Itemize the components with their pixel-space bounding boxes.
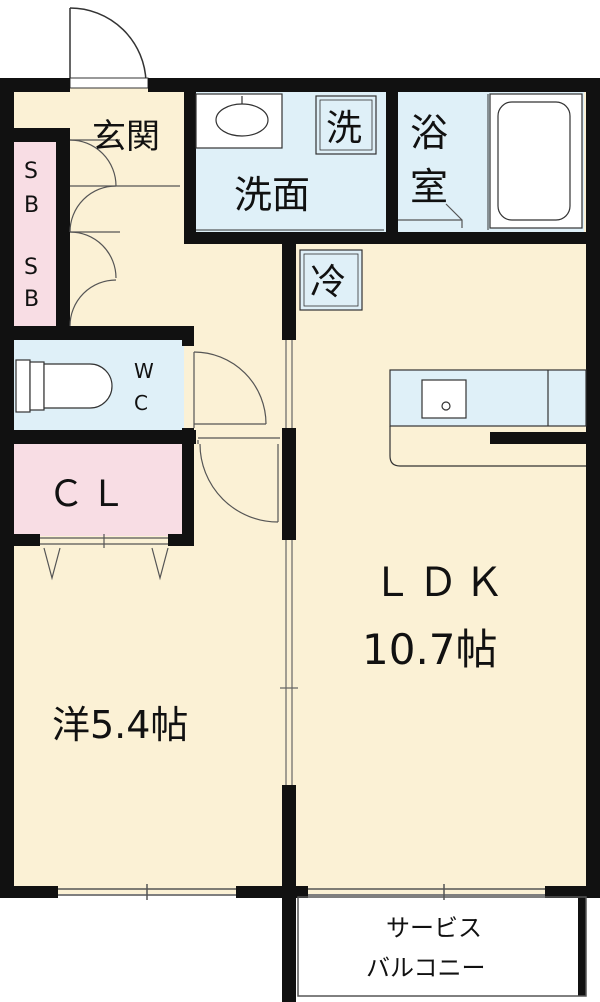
bathroom-door xyxy=(398,203,463,228)
toilet-fixture xyxy=(15,359,113,413)
label-ldk-size: 10.7帖 xyxy=(362,625,498,674)
label-closet: ＣＬ xyxy=(48,474,132,515)
label-sb-bottom-s: S xyxy=(24,255,38,280)
label-balcony-1: サービス xyxy=(386,914,482,942)
walls xyxy=(0,78,600,1002)
fridge-box xyxy=(299,249,363,311)
label-fridge: 冷 xyxy=(310,262,346,303)
balcony-rail xyxy=(297,896,587,997)
windows xyxy=(58,884,545,900)
label-genkan: 玄関 xyxy=(92,117,160,157)
label-wc-w: W xyxy=(134,359,154,383)
shoebox-top-floor xyxy=(14,140,62,232)
fridge-box-inner xyxy=(303,253,359,307)
balcony-floor xyxy=(298,896,586,996)
entrance-step xyxy=(69,77,149,89)
label-balcony-2: バルコニー xyxy=(366,954,486,982)
label-bath-2: 室 xyxy=(410,165,448,209)
washbasin-fixture xyxy=(195,93,283,149)
shoebox-bottom-floor xyxy=(14,232,62,326)
label-washroom: 洗面 xyxy=(234,173,310,217)
bathtub-fixture xyxy=(489,93,583,229)
shoebox-doors xyxy=(69,139,180,327)
sliding-doors xyxy=(280,340,298,785)
closet-floor xyxy=(14,444,184,536)
room-door xyxy=(197,437,280,523)
washer-box xyxy=(315,95,377,155)
label-bath-1: 浴 xyxy=(410,111,448,155)
label-wc-c: C xyxy=(134,391,148,415)
washer-box-inner xyxy=(319,99,373,151)
label-ldk: ＬＤＫ xyxy=(372,560,510,606)
label-sb-top-s: S xyxy=(24,159,38,184)
label-sb-top-b: B xyxy=(24,193,39,218)
label-sb-bottom-b: B xyxy=(24,287,39,312)
label-western-room: 洋5.4帖 xyxy=(52,703,188,747)
kitchen-counter xyxy=(389,369,587,467)
wc-door xyxy=(193,351,267,428)
entrance-door xyxy=(69,7,147,83)
label-washer: 洗 xyxy=(326,108,362,149)
closet-doors xyxy=(40,534,169,581)
